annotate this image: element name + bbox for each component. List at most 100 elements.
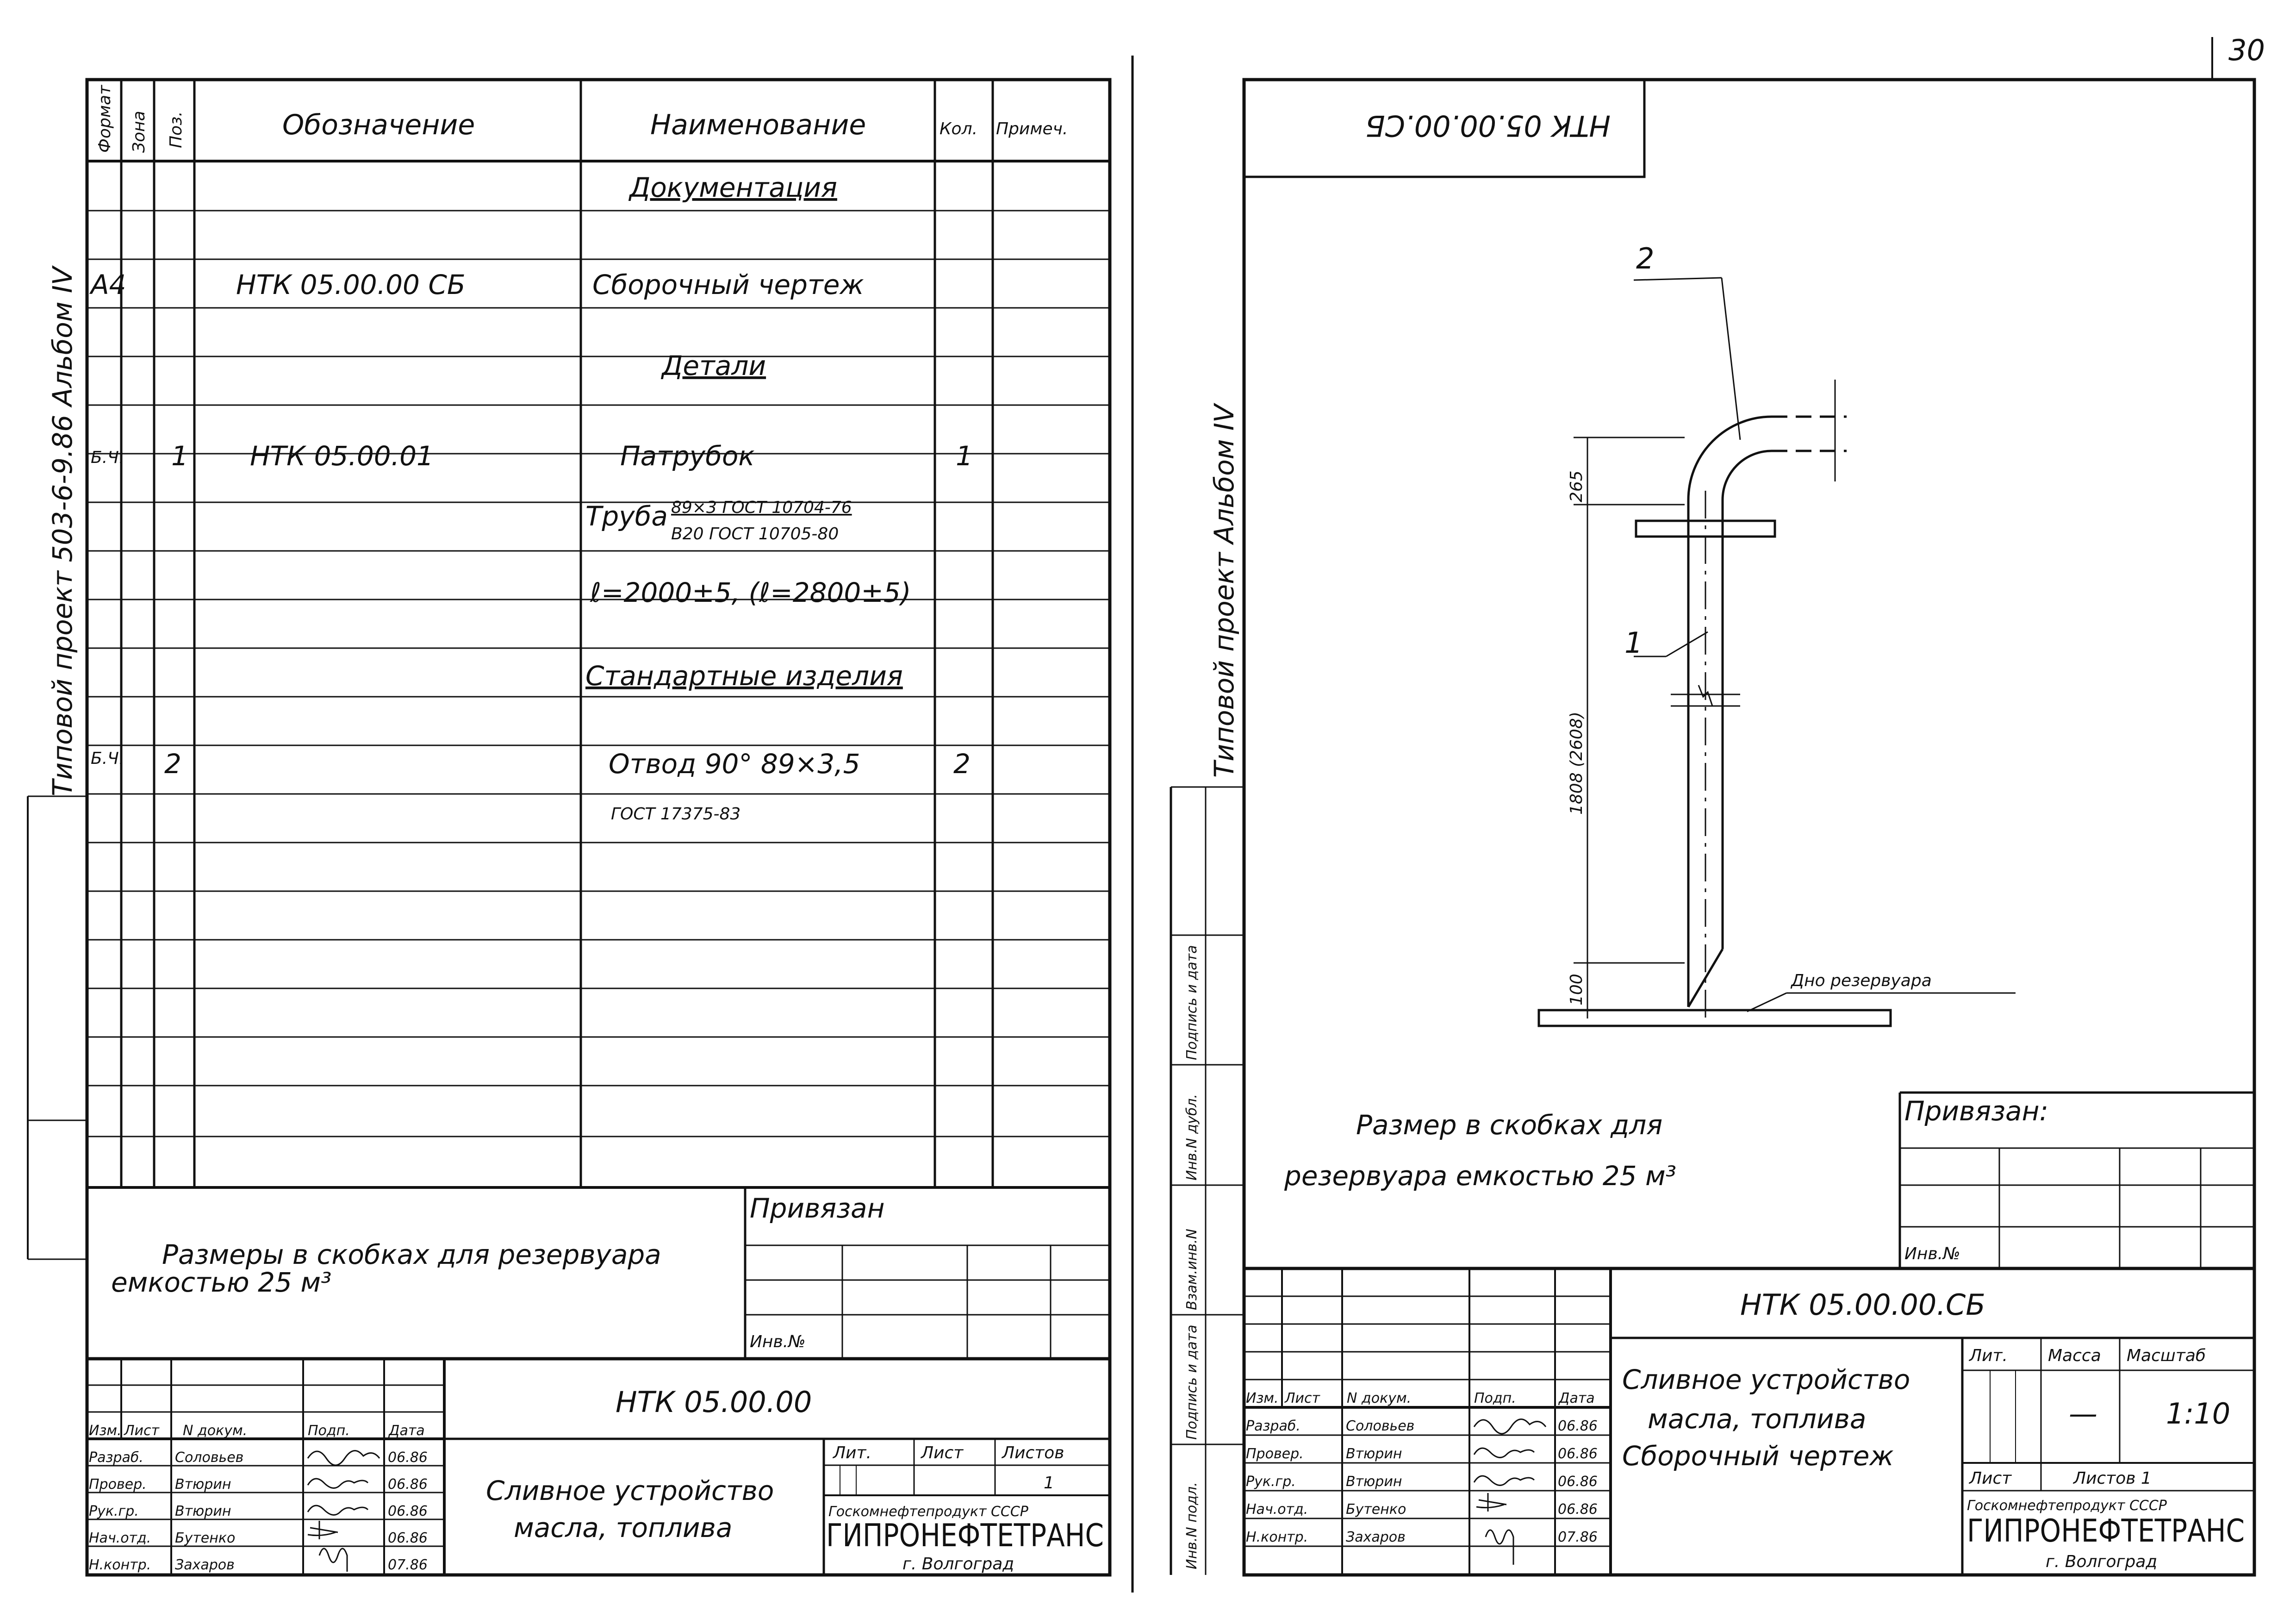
right-note-line2: резервуара емкостью 25 м³ (1284, 1160, 1676, 1192)
right-person-5: Захаров (1346, 1529, 1406, 1545)
dimension-top: 265 (1567, 470, 1586, 502)
row1-designation: НТК 05.00.00 СБ (236, 269, 466, 300)
right-mass-value: — (2069, 1397, 2097, 1430)
left-col-date: Дата (388, 1423, 425, 1439)
header-name: Наименование (650, 109, 866, 141)
right-sheets-label: Листов 1 (2072, 1469, 2152, 1488)
header-position: Поз. (167, 111, 186, 148)
right-date-5: 07.86 (1558, 1529, 1598, 1545)
left-lit-label: Лит. (832, 1443, 871, 1462)
right-role-4: Нач.отд. (1246, 1501, 1308, 1518)
left-person-1: Соловьев (175, 1449, 243, 1466)
row3-pipe: Труба (585, 500, 668, 532)
left-sheets-value: 1 (1044, 1474, 1054, 1493)
left-title-code: НТК 05.00.00 (616, 1385, 812, 1419)
right-title-line2: масла, топлива (1648, 1403, 1866, 1435)
callout-1: 1 (1624, 626, 1643, 660)
row1-name: Сборочный чертеж (592, 269, 864, 300)
left-org-line2: ГИПРОНЕФТЕТРАНС (826, 1518, 1104, 1554)
left-date-1: 06.86 (388, 1449, 428, 1466)
right-inv-label: Инв.№ (1904, 1244, 1960, 1263)
right-mass-label: Масса (2048, 1346, 2101, 1365)
right-date-3: 06.86 (1558, 1474, 1598, 1490)
right-signatures (1473, 1418, 1547, 1565)
left-col-izm: Изм. (89, 1423, 122, 1439)
right-col-sign: Подп. (1474, 1390, 1516, 1406)
dimension-main: 1808 (2608) (1567, 712, 1586, 815)
left-signatures (307, 1450, 380, 1572)
right-scale-value: 1:10 (2166, 1397, 2230, 1430)
side-field-sign-date-2: Подпись и дата (1184, 945, 1200, 1061)
left-sheet-label: Лист (920, 1443, 964, 1462)
right-org-line3: г. Волгоград (2046, 1552, 2157, 1571)
right-org-line1: Госкомнефтепродукт СССР (1967, 1498, 2167, 1514)
side-field-inv-orig: Инв.N подл. (1184, 1482, 1200, 1569)
row2-designation: НТК 05.00.01 (250, 440, 434, 472)
left-date-5: 07.86 (388, 1557, 428, 1573)
section-standard-items: Стандартные изделия (585, 660, 903, 692)
row3-pipe-spec2: В20 ГОСТ 10705-80 (671, 525, 839, 543)
side-field-sign-date-1: Подпись и дата (1184, 1325, 1200, 1440)
left-person-3: Втюрин (175, 1503, 231, 1519)
right-col-list: Лист (1284, 1390, 1321, 1406)
left-title-line1: Сливное устройство (486, 1475, 774, 1506)
right-date-1: 06.86 (1558, 1418, 1598, 1434)
right-side-label: Типовой проект Альбом IV (1208, 402, 1240, 778)
left-bound-label: Привязан (750, 1193, 885, 1224)
left-org-line1: Госкомнефтепродукт СССР (828, 1504, 1029, 1520)
row6-standard: ГОСТ 17375-83 (611, 805, 740, 824)
left-role-4: Нач.отд. (89, 1530, 151, 1546)
assembly-drawing-sheet: 30 НТК 05.00.00.СБ Инв.N подл. Подпись и… (1170, 33, 2265, 1577)
row4-length: ℓ=2000±5, (ℓ=2800±5) (590, 577, 911, 608)
row5-name: Отвод 90° 89×3,5 (609, 748, 860, 780)
pipe-drawing (1537, 277, 2016, 1027)
left-note-line2: емкостью 25 м³ (111, 1267, 331, 1298)
right-col-date: Дата (1558, 1390, 1595, 1406)
header-designation: Обозначение (282, 109, 475, 141)
specification-sheet: Формат Зона Поз. Обозначение Наименовани… (27, 78, 1112, 1577)
right-person-1: Соловьев (1346, 1418, 1414, 1434)
right-person-2: Втюрин (1346, 1446, 1402, 1462)
right-note-line1: Размер в скобках для (1356, 1109, 1662, 1141)
left-col-doc: N докум. (183, 1423, 247, 1439)
row5-quantity: 2 (953, 748, 971, 780)
row3-pipe-spec1: 89×3 ГОСТ 10704-76 (671, 498, 852, 517)
header-format: Формат (95, 85, 114, 153)
header-quantity: Кол. (940, 119, 977, 138)
right-person-4: Бутенко (1346, 1501, 1406, 1518)
row2-position: 1 (171, 440, 188, 472)
side-field-replace-inv: Взам.инв.N (1184, 1229, 1200, 1310)
right-stamp-code: НТК 05.00.00.СБ (1365, 109, 1611, 143)
left-role-2: Провер. (89, 1476, 147, 1493)
dimension-bottom: 100 (1567, 974, 1586, 1006)
left-role-1: Разраб. (89, 1449, 143, 1466)
tank-bottom-label: Дно резервуара (1790, 971, 1932, 990)
right-role-1: Разраб. (1246, 1418, 1300, 1434)
left-sheets-label: Листов (1001, 1443, 1064, 1462)
right-col-doc: N докум. (1347, 1390, 1411, 1406)
right-lit-label: Лит. (1968, 1346, 2008, 1365)
left-note-line1: Размеры в скобках для резервуара (162, 1239, 661, 1270)
right-role-5: Н.контр. (1246, 1529, 1308, 1545)
right-person-3: Втюрин (1346, 1474, 1402, 1490)
section-documentation: Документация (628, 172, 837, 203)
row2-format: Б.Ч. (91, 448, 124, 467)
left-person-5: Захаров (175, 1557, 235, 1573)
row5-position: 2 (164, 748, 181, 780)
right-frame (1242, 78, 2256, 1577)
left-title-line2: масла, топлива (514, 1512, 732, 1543)
right-org-line2: ГИПРОНЕФТЕТРАНС (1967, 1513, 2245, 1549)
left-org-line3: г. Волгоград (902, 1555, 1014, 1574)
header-note: Примеч. (996, 119, 1068, 138)
right-date-4: 06.86 (1558, 1501, 1598, 1518)
left-person-4: Бутенко (175, 1530, 235, 1546)
right-title-code: НТК 05.00.00.СБ (1740, 1288, 1985, 1322)
left-col-list: Лист (124, 1423, 160, 1439)
left-date-4: 06.86 (388, 1530, 428, 1546)
right-role-2: Провер. (1246, 1446, 1304, 1462)
sheet-number: 30 (2228, 33, 2265, 67)
row2-quantity: 1 (956, 440, 973, 472)
left-role-3: Рук.гр. (89, 1503, 139, 1519)
section-details: Детали (660, 350, 766, 381)
